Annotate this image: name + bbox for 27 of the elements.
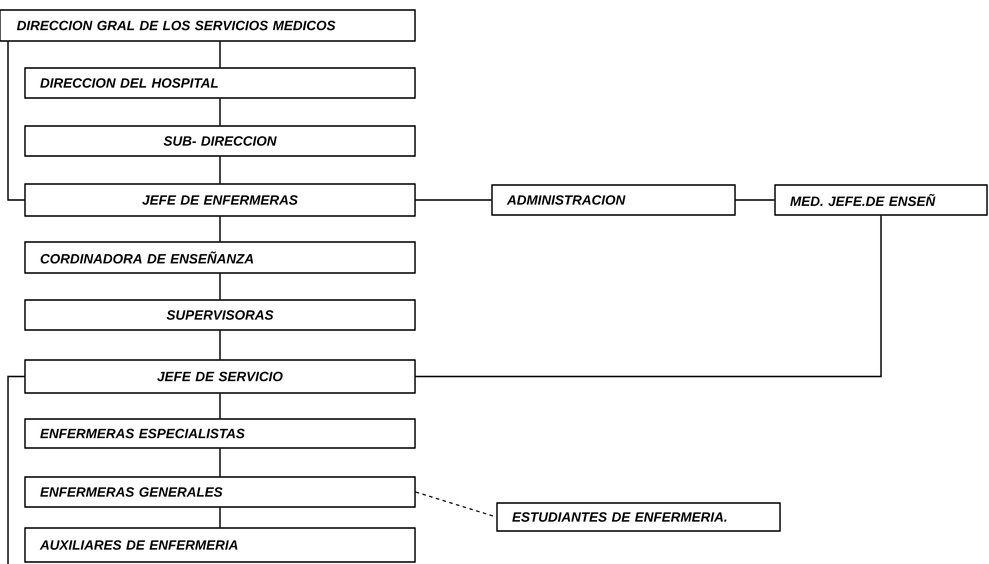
connector-line (219, 394, 221, 418)
connector-line (7, 376, 24, 564)
connector-line (416, 216, 882, 378)
org-box: DIRECCION DEL HOSPITAL (24, 67, 416, 99)
connector-line (219, 156, 221, 184)
org-box: ENFERMERAS GENERALES (24, 476, 416, 508)
org-box: DIRECCION GRAL DE LOS SERVICIOS MEDICOS (0, 9, 416, 42)
org-box: JEFE DE SERVICIO (24, 359, 416, 394)
connector-line (219, 448, 221, 476)
org-box: MED. JEFE.DE ENSEÑ (774, 184, 988, 216)
connector-line (416, 199, 492, 201)
connector-line (219, 508, 221, 528)
org-box: JEFE DE ENFERMERAS (24, 183, 416, 217)
org-box: AUXILIARES DE ENFERMERIA (24, 527, 416, 563)
connector-line (219, 330, 221, 360)
connector-line (7, 41, 24, 201)
connector-line (736, 199, 774, 201)
org-box: CORDINADORA DE ENSEÑANZA (24, 241, 416, 274)
connector-line (219, 274, 221, 300)
org-box: ADMINISTRACION (491, 184, 736, 216)
connector-line (219, 98, 221, 126)
org-box: ENFERMERAS ESPECIALISTAS (24, 418, 416, 449)
connector-line (219, 42, 221, 68)
org-box: SUB- DIRECCION (24, 125, 416, 157)
connector-line (219, 216, 221, 242)
org-box: ESTUDIANTES DE ENFERMERIA. (496, 502, 781, 532)
org-box: SUPERVISORAS (24, 299, 416, 331)
